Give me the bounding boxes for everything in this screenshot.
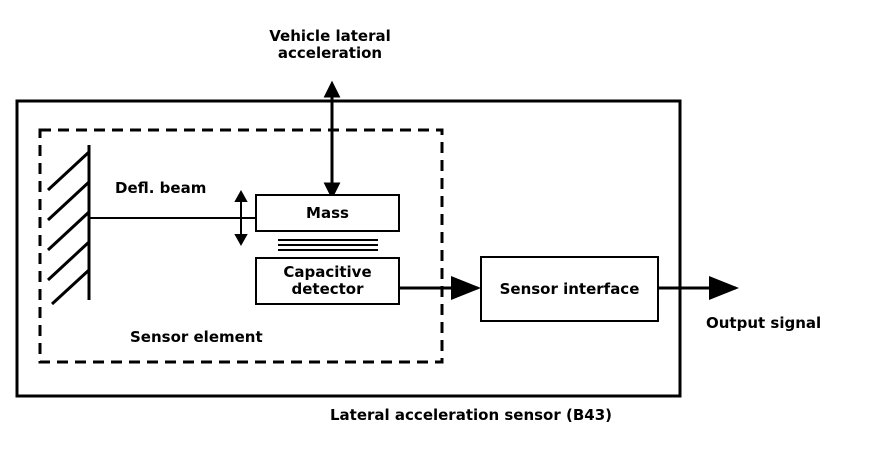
acceleration-axis-arrow <box>323 80 341 200</box>
capacitive-plates <box>278 239 378 251</box>
mass-label: Mass <box>306 203 349 222</box>
deflection-beam-label: Defl. beam <box>115 179 207 197</box>
deflection-indicator <box>234 189 248 247</box>
sensor-element-label: Sensor element <box>130 328 263 346</box>
vehicle-acceleration-label-line1: Vehicle lateral <box>269 27 391 45</box>
output-signal-label: Output signal <box>706 314 822 332</box>
capacitive-detector-block: Capacitive detector <box>255 257 400 305</box>
fixed-wall-hatch <box>46 145 91 306</box>
sensor-interface-block: Sensor interface <box>480 256 659 322</box>
capacitive-detector-label-line1: Capacitive <box>283 263 372 281</box>
sensor-interface-label: Sensor interface <box>499 279 640 298</box>
sensor-element-boundary <box>38 128 444 364</box>
lateral-acceleration-sensor-frame <box>15 99 682 398</box>
vehicle-acceleration-label-line2: acceleration <box>277 44 383 62</box>
sensor-title-label: Lateral acceleration sensor (B43) <box>330 406 612 424</box>
capacitive-detector-label-line2: detector <box>291 280 364 298</box>
vehicle-acceleration-label: Vehicle lateral acceleration <box>250 28 410 62</box>
mass-block: Mass <box>255 194 400 232</box>
